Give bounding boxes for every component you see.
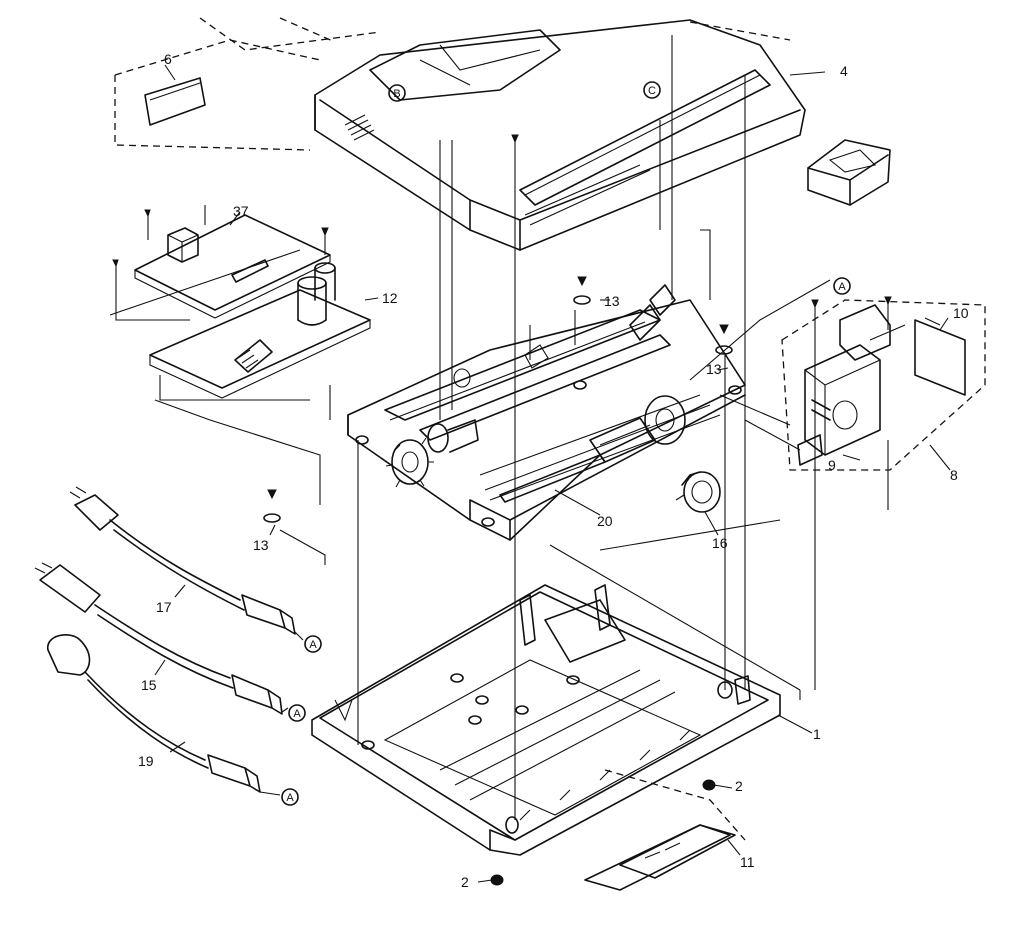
svg-text:C: C	[648, 85, 656, 97]
callout-a-cord-15: A	[281, 704, 306, 722]
part-label-12: 12	[382, 290, 398, 306]
part-label-11: 11	[740, 854, 755, 870]
base-frame	[311, 584, 781, 856]
side-panel-6	[114, 39, 321, 151]
callout-a-cord-19: A	[259, 788, 299, 806]
part-label-1: 1	[813, 726, 821, 742]
cover-vent-slots	[344, 114, 375, 141]
part-label-8: 8	[950, 467, 958, 483]
part-label-15: 15	[141, 677, 157, 693]
part-label-13-left: 13	[253, 537, 269, 553]
transformer-assembly	[781, 296, 986, 471]
svg-text:B: B	[393, 88, 400, 100]
power-cord-15	[34, 562, 283, 715]
part-label-6: 6	[164, 51, 172, 67]
part-label-37: 37	[233, 203, 249, 219]
top-cover-assembly	[199, 17, 806, 251]
power-cord-17	[69, 486, 296, 635]
callout-a-cord-17: A	[294, 631, 322, 653]
part-label-16: 16	[712, 535, 728, 551]
power-cord-19	[47, 634, 261, 793]
callout-c: C	[643, 81, 661, 99]
svg-text:A: A	[286, 792, 294, 804]
part-label-13-right: 13	[706, 361, 722, 377]
motor-16	[675, 471, 721, 513]
printer-mechanism	[347, 284, 746, 541]
part-label-9: 9	[828, 457, 836, 473]
screw-washer-set	[263, 134, 733, 523]
callout-leaders	[154, 64, 951, 883]
assembly-guide-lines	[154, 35, 889, 820]
nut-set	[490, 779, 716, 886]
part-label-2-bottom: 2	[461, 874, 469, 890]
svg-text:A: A	[309, 639, 317, 651]
part-label-4: 4	[840, 63, 848, 79]
callout-b: B	[388, 84, 406, 102]
part-label-2-right: 2	[735, 778, 743, 794]
part-label-17: 17	[156, 599, 172, 615]
part-label-13-top: 13	[604, 293, 620, 309]
ribbon-cartridge	[807, 139, 891, 206]
connector-bracket-11	[584, 769, 746, 891]
part-label-19: 19	[138, 753, 154, 769]
control-pcb-assembly	[109, 205, 371, 399]
svg-text:A: A	[838, 281, 846, 293]
part-label-20: 20	[597, 513, 613, 529]
part-label-10: 10	[953, 305, 969, 321]
callout-a-transformer: A	[833, 277, 851, 295]
svg-text:A: A	[293, 708, 301, 720]
